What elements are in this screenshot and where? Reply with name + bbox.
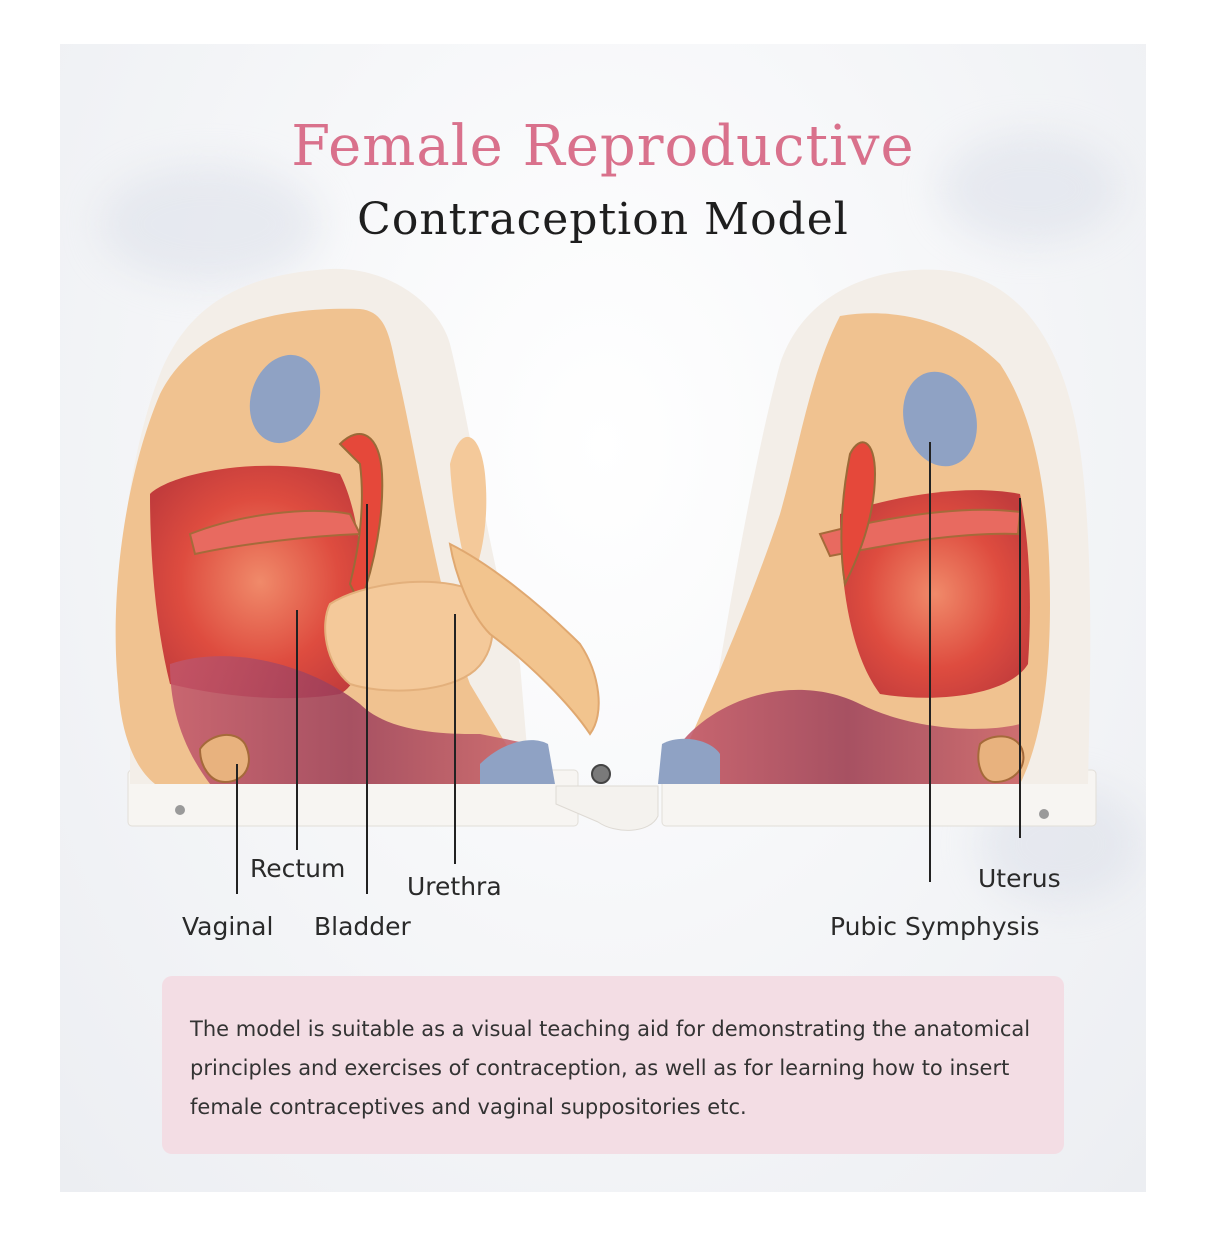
label-rectum: Rectum — [250, 854, 346, 883]
background-blur — [100, 164, 320, 284]
label-uterus: Uterus — [978, 864, 1061, 893]
right-model-half — [658, 269, 1097, 827]
leader-line-urethra — [454, 614, 456, 864]
screw-hole — [1039, 809, 1049, 819]
center-hinge — [555, 764, 659, 831]
leader-line-rectum — [296, 610, 298, 850]
title-line-1: Female Reproductive — [291, 114, 915, 179]
right-pubic-bone — [903, 371, 977, 467]
left-uterus-cavity — [338, 433, 384, 607]
product-image-panel: Female Reproductive Contraception Model — [60, 44, 1146, 1192]
right-coccyx — [977, 735, 1025, 784]
description-box: The model is suitable as a visual teachi… — [162, 976, 1064, 1154]
hinge-plate — [555, 785, 659, 831]
leader-line-bladder — [366, 504, 368, 894]
leader-line-uterus — [1019, 498, 1021, 838]
left-pelvic-floor — [170, 656, 530, 784]
title-line-2: Contraception Model — [357, 194, 849, 245]
fallopian-tube-insert — [450, 436, 487, 584]
label-bladder: Bladder — [314, 912, 411, 941]
leader-line-vaginal — [236, 764, 238, 894]
left-lower-bone — [480, 740, 555, 784]
screw-hole — [175, 805, 185, 815]
background-blur — [940, 134, 1120, 244]
uterus-insert — [448, 542, 600, 736]
label-urethra: Urethra — [407, 872, 502, 901]
left-pubic-bone — [249, 354, 321, 444]
right-pelvic-floor — [675, 689, 1020, 784]
anatomical-model-illustration — [115, 268, 1097, 831]
description-text: The model is suitable as a visual teachi… — [190, 1017, 1031, 1119]
left-model-half — [115, 268, 600, 827]
leader-line-pubic-symphysis — [929, 442, 931, 882]
hinge-screw — [591, 764, 611, 784]
label-pubic-symphysis: Pubic Symphysis — [830, 912, 1040, 941]
label-vaginal: Vaginal — [182, 912, 274, 941]
right-lower-bone — [658, 738, 720, 784]
right-uterus-cavity — [840, 441, 877, 588]
